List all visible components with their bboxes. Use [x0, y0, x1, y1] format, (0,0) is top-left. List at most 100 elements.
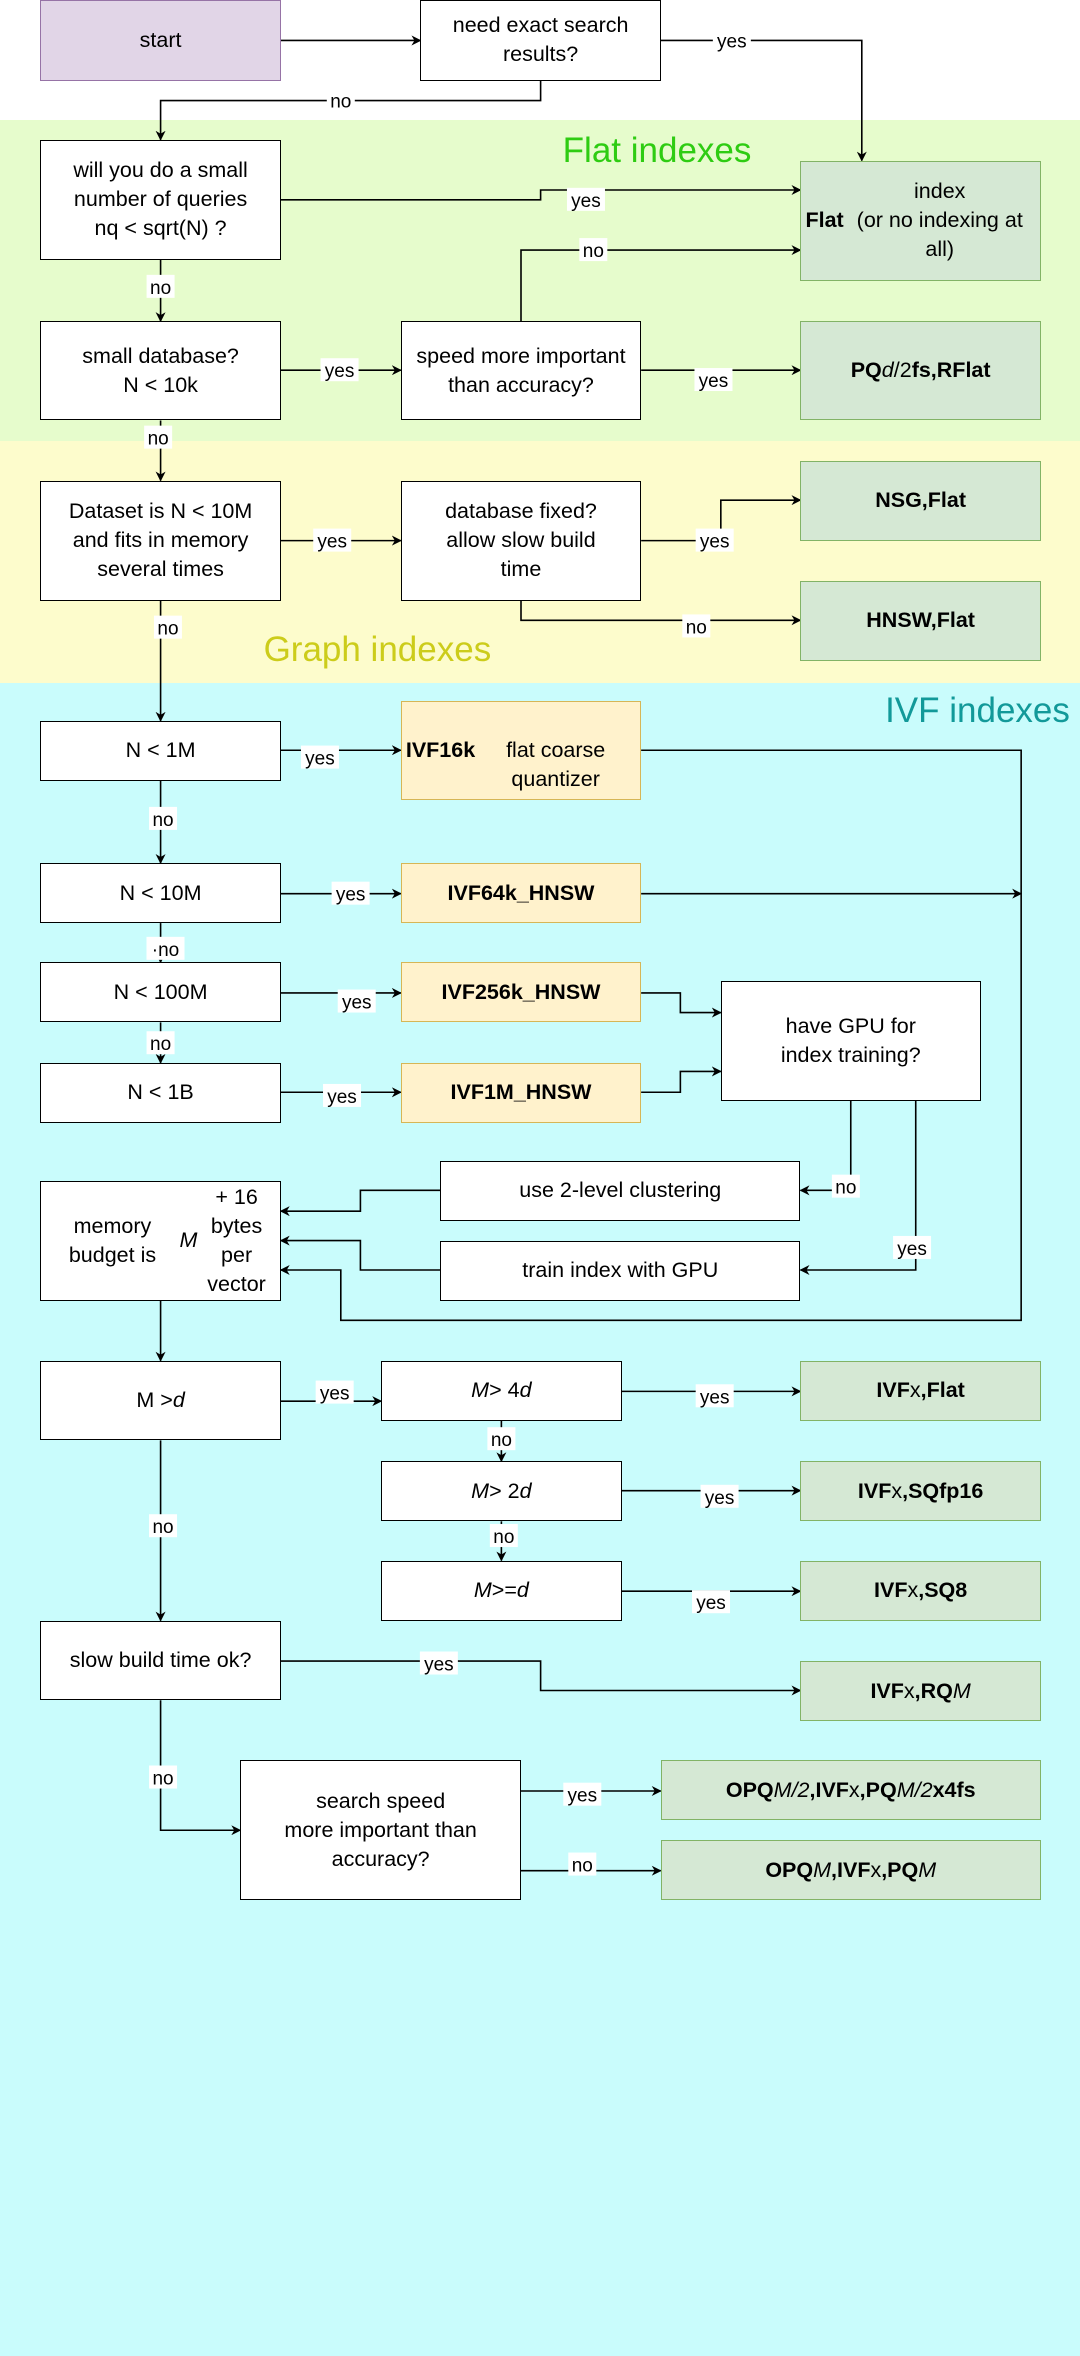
connector-layer: yes no yes no yes no yes no yes yes no no yes no yes ·n…	[144, 28, 1023, 1877]
ivf-indexes-title: IVF indexes	[885, 691, 1070, 731]
edge-label-no: no	[152, 1517, 173, 1538]
edge-label-no: ·no	[152, 940, 179, 961]
n-under-10m-question: N < 10M	[40, 863, 281, 924]
flat-indexes-title: Flat indexes	[562, 131, 752, 171]
fits-in-memory-question: Dataset is N < 10M and fits in memory se…	[40, 480, 281, 601]
connector-traingpu-to-memory	[279, 1235, 441, 1271]
edge-label-yes: yes	[336, 885, 366, 906]
edge-label-bg	[337, 989, 376, 1013]
connector-slowbuild-yes-to-rqm	[280, 1660, 802, 1696]
edge-label-bg	[153, 615, 182, 639]
connector-ivf16k-to-memory	[279, 749, 1022, 1322]
edge-label-bg	[563, 1782, 602, 1806]
hnsw-flat-result: HNSW,Flat	[800, 581, 1041, 661]
n-under-100m-question: N < 100M	[40, 962, 281, 1023]
edge-label-bg	[692, 1590, 731, 1614]
edge-label-bg	[694, 368, 733, 392]
edge-label-yes: yes	[696, 1593, 726, 1614]
edge-label-bg	[320, 358, 359, 382]
connector-dbfixed-yes-to-nsg	[641, 495, 802, 542]
edge-label-yes: yes	[700, 1387, 730, 1408]
edge-label-no: no	[150, 1034, 171, 1055]
edge-label-no: no	[152, 1769, 173, 1790]
small-database-question: small database? N < 10k	[40, 321, 281, 421]
start-node: start	[40, 0, 281, 81]
edge-label-bg	[146, 274, 175, 298]
edge-label-bg	[700, 1484, 739, 1508]
ivf256k-hnsw-result: IVF256k_HNSW	[400, 962, 642, 1023]
edge-label-bg	[326, 88, 355, 112]
edge-label-bg	[146, 936, 185, 960]
edge-label-bg	[323, 1083, 362, 1107]
two-level-clustering-step: use 2-level clustering	[440, 1160, 801, 1221]
database-fixed-question: database fixed? allow slow build time	[400, 480, 642, 601]
n-under-1m-question: N < 1M	[40, 720, 281, 781]
few-queries-question: will you do a small number of queries nq…	[40, 139, 281, 260]
ivf1m-hnsw-result: IVF1M_HNSW	[400, 1062, 642, 1123]
edge-label-bg	[149, 1514, 178, 1538]
edge-label-yes: yes	[320, 1384, 350, 1405]
connector-fewq-yes-to-flat	[280, 185, 802, 201]
edge-label-bg	[489, 1524, 518, 1548]
edge-label-yes: yes	[897, 1239, 927, 1260]
edge-label-bg	[315, 1380, 354, 1404]
edge-label-bg	[149, 806, 178, 830]
edge-label-no: no	[152, 810, 173, 831]
edge-label-bg	[487, 1427, 516, 1451]
edge-label-bg	[300, 745, 339, 769]
edge-label-yes: yes	[342, 993, 372, 1014]
edge-label-bg	[831, 1174, 860, 1198]
connector-slowbuild-no-to-speed2	[159, 1700, 242, 1836]
m-at-least-d-question: M >= d	[381, 1560, 622, 1621]
connector-dbfixed-no-to-hnsw	[520, 600, 802, 626]
ivf64k-hnsw-result: IVF64k_HNSW	[400, 863, 642, 924]
edge-label-bg	[682, 614, 711, 638]
edge-label-no: no	[491, 1430, 512, 1451]
edge-label-bg	[568, 1852, 597, 1876]
edge-label-yes: yes	[317, 532, 347, 553]
edge-label-bg	[419, 1651, 458, 1675]
edge-label-yes: yes	[424, 1655, 454, 1676]
edge-label-bg	[149, 1765, 178, 1789]
flat-index-result: Flat index(or no indexing at all)	[800, 160, 1041, 281]
edge-label-bg	[331, 881, 370, 905]
edge-label-yes: yes	[325, 361, 355, 382]
connector-speed1-no-to-flat	[520, 245, 802, 322]
edge-label-bg	[146, 1031, 175, 1055]
edge-label-yes: yes	[717, 31, 747, 52]
edge-label-no: no	[583, 241, 604, 262]
edge-label-yes: yes	[571, 191, 601, 212]
edge-label-no: no	[572, 1856, 593, 1877]
nsg-flat-result: NSG,Flat	[800, 460, 1041, 541]
edge-label-bg	[566, 187, 605, 211]
edge-label-bg	[579, 238, 608, 262]
edge-label-no: no	[835, 1178, 856, 1199]
edge-label-no: no	[148, 429, 169, 450]
search-speed-question: search speed more important than accurac…	[240, 1760, 521, 1901]
exact-results-question: need exact search results?	[420, 0, 661, 81]
edge-label-yes: yes	[699, 371, 729, 392]
edge-label-no: no	[330, 92, 351, 113]
connector-ivf1m-to-gpu	[641, 1066, 722, 1094]
gpu-training-question: have GPU for index training?	[720, 980, 981, 1101]
connector-ivf256k-to-gpu	[641, 992, 722, 1018]
edge-label-bg	[144, 425, 173, 449]
edge-label-yes: yes	[568, 1786, 598, 1807]
connector-gpu-yes-to-traingpu	[799, 1100, 917, 1276]
edge-label-bg	[313, 528, 352, 552]
speed-vs-accuracy-question: speed more important than accuracy?	[400, 321, 642, 421]
edge-label-yes: yes	[705, 1488, 735, 1509]
n-under-1b-question: N < 1B	[40, 1062, 281, 1123]
edge-label-yes: yes	[327, 1087, 357, 1108]
connector-exact-yes-to-flat	[660, 39, 867, 162]
edge-label-bg	[712, 28, 751, 52]
connector-twolevel-to-memory	[279, 1189, 441, 1217]
